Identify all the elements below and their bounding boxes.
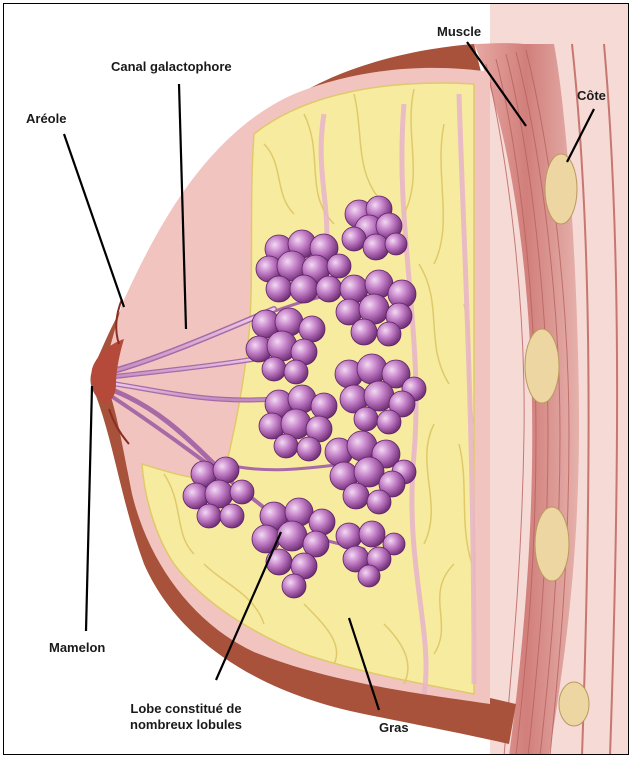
label-mamelon: Mamelon	[49, 640, 105, 656]
label-lobe-line1: Lobe constitué de	[116, 701, 256, 717]
label-canal-galactophore: Canal galactophore	[111, 59, 232, 75]
label-cote: Côte	[577, 88, 606, 104]
diagram-frame: Muscle Canal galactophore Côte Aréole Ma…	[3, 3, 629, 755]
label-lobe: Lobe constitué de nombreux lobules	[116, 701, 256, 733]
label-areole: Aréole	[26, 111, 66, 127]
label-muscle: Muscle	[437, 24, 481, 40]
label-gras: Gras	[379, 720, 409, 736]
label-lobe-line2: nombreux lobules	[116, 717, 256, 733]
